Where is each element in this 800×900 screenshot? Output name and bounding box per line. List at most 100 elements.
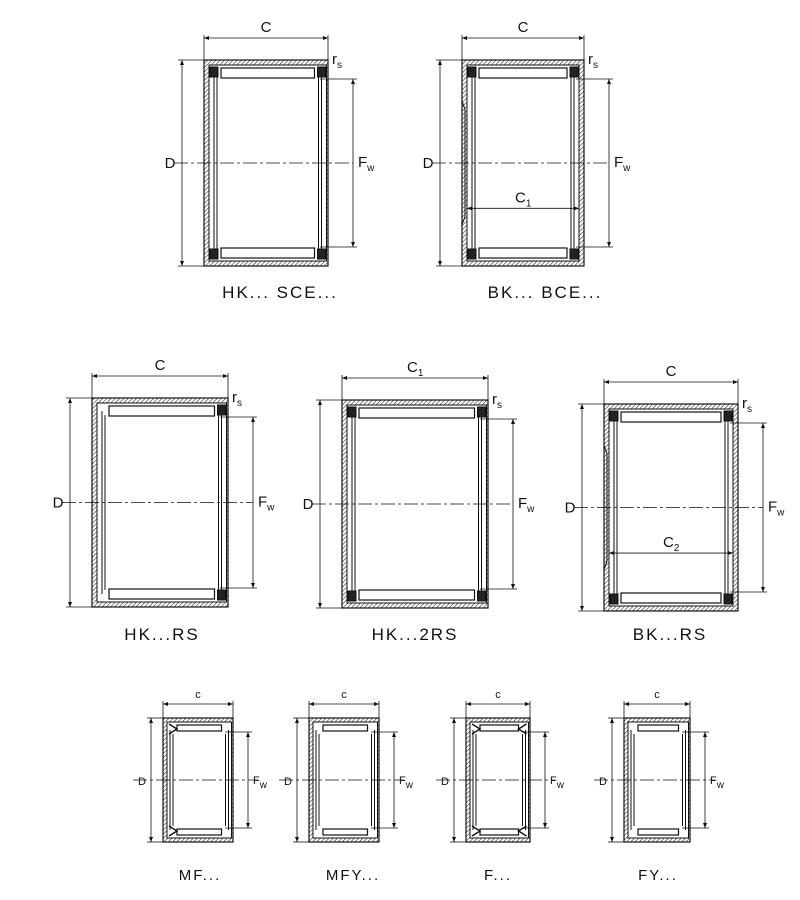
caption: BK... BCE...	[488, 283, 603, 302]
arrow-head	[295, 718, 299, 723]
arrow-head	[511, 419, 515, 424]
arrow-head	[733, 380, 738, 384]
label-rs: rs	[492, 391, 502, 411]
seal-bottom-left	[609, 593, 619, 605]
lip-seal	[168, 723, 179, 735]
needle-roller-top	[322, 724, 369, 732]
label-fw: Fw	[614, 154, 631, 174]
label-fw: Fw	[253, 775, 268, 791]
label-c: C	[518, 19, 529, 36]
arrow-head	[511, 584, 515, 589]
arrow-head	[543, 823, 547, 828]
arrow-head	[351, 79, 355, 84]
arrow-head	[609, 551, 614, 556]
label-inner-width-subscript: 2	[674, 543, 680, 554]
seal-bottom-right	[477, 590, 486, 602]
label-d: D	[565, 500, 576, 517]
seal-bottom-right	[217, 589, 226, 601]
label-fw: Fw	[399, 775, 414, 791]
needle-roller-top	[637, 724, 680, 732]
needle-roller-top	[358, 407, 476, 419]
needle-roller-bottom	[478, 247, 568, 259]
label-fw-subscript: w	[405, 780, 414, 791]
label-d: D	[53, 495, 64, 512]
arrow-head	[624, 702, 629, 706]
arrow-head	[761, 587, 765, 592]
label-fw-subscript: w	[556, 780, 565, 791]
arrow-head	[318, 400, 322, 405]
arrow-head	[295, 837, 299, 842]
needle-roller-bottom	[479, 828, 520, 836]
needle-roller-bottom	[108, 588, 216, 600]
seal-top-left	[467, 66, 477, 78]
label-fw: Fw	[358, 154, 375, 174]
arrow-head	[610, 718, 614, 723]
label-d: D	[423, 155, 434, 172]
arrow-head	[728, 551, 733, 556]
arrow-head	[318, 603, 322, 608]
label-rs-subscript: s	[337, 60, 342, 71]
label-d: D	[284, 776, 292, 788]
seal-top-right	[217, 404, 226, 416]
label-d: D	[599, 776, 607, 788]
label-fw-subscript: w	[259, 780, 268, 791]
label-d: D	[138, 776, 146, 788]
arrow-head	[574, 206, 579, 211]
label-rs: rs	[588, 51, 598, 71]
label-c: c	[654, 689, 660, 701]
needle-roller-top	[620, 411, 722, 423]
arrow-head	[483, 376, 488, 380]
caption: MF...	[179, 867, 222, 884]
arrow-head	[604, 380, 609, 384]
needle-roller-bottom	[220, 247, 316, 259]
seal-bottom-right	[317, 248, 326, 260]
arrow-head	[163, 702, 168, 706]
label-d: D	[165, 155, 176, 172]
arrow-head	[246, 732, 250, 737]
label-d: D	[303, 496, 314, 513]
label-c: C	[666, 363, 677, 380]
seal-top-right	[723, 410, 733, 422]
seal-top-left	[347, 406, 357, 418]
caption: HK... SCE...	[222, 283, 338, 302]
lip-seal	[168, 825, 179, 837]
arrow-head	[342, 376, 347, 380]
label-fw: Fw	[518, 495, 535, 515]
arrow-head	[149, 837, 153, 842]
arrow-head	[438, 60, 442, 65]
arrow-head	[610, 837, 614, 842]
label-c: C	[261, 19, 272, 36]
label-rs-subscript: s	[593, 60, 598, 71]
arrow-head	[180, 60, 184, 65]
seal-bottom-left	[209, 248, 219, 260]
label-c: C1	[407, 359, 424, 379]
label-c: c	[341, 689, 347, 701]
lip-seal	[471, 723, 482, 735]
arrow-head	[438, 261, 442, 266]
needle-roller-top	[108, 405, 216, 417]
arrow-head	[580, 606, 584, 611]
needle-roller-bottom	[322, 828, 369, 836]
arrow-head	[251, 417, 255, 422]
arrow-head	[149, 718, 153, 723]
arrow-head	[68, 602, 72, 607]
label-rs: rs	[742, 395, 752, 415]
arrow-head	[392, 823, 396, 828]
label-fw-subscript: w	[526, 504, 535, 515]
label-d: D	[441, 776, 449, 788]
label-c: c	[195, 689, 201, 701]
caption: HK...RS	[124, 625, 199, 644]
arrow-head	[180, 261, 184, 266]
label-rs-subscript: s	[747, 404, 752, 415]
label-rs-subscript: s	[237, 398, 242, 409]
arrow-head	[579, 36, 584, 40]
caption: BK...RS	[633, 625, 707, 644]
needle-roller-top	[176, 724, 223, 732]
label-fw-subscript: w	[622, 163, 631, 174]
arrow-head	[703, 823, 707, 828]
label-c: C	[155, 357, 166, 374]
